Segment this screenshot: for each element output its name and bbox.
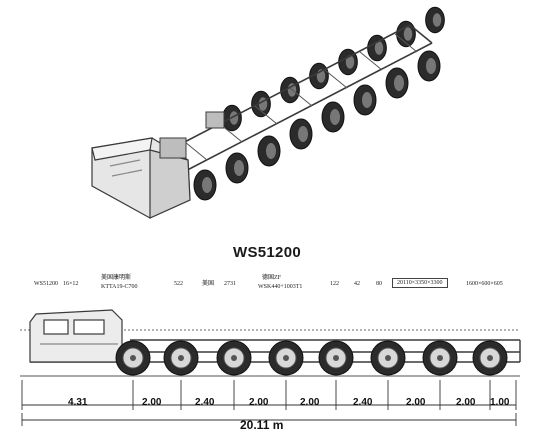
dimension-label: 2.00 [142,397,162,408]
wheel-axle [231,355,237,361]
wheel-hub [234,160,244,176]
spec-value-a: 122 [330,281,339,287]
dimension-label: 4.31 [68,397,88,408]
wheel-axle [283,355,289,361]
dimension-label: 2.40 [195,397,215,408]
dimension-label: 2.00 [249,397,269,408]
wheel-hub [330,109,340,125]
wheel-hub [426,58,436,74]
dimension-label: 2.00 [406,397,426,408]
spec-model-code: WS51200 [34,281,58,287]
wheel-axle [178,355,184,361]
dimension-label: 1.00 [490,397,510,408]
wheel-axle [385,355,391,361]
wheel-hub [345,55,355,69]
dimension-label: 2.40 [353,397,373,408]
side-wheel-group [115,340,508,376]
isometric-chassis-view [91,6,445,219]
side-cab [29,309,123,363]
spec-cab-dims: 1600×600×605 [466,281,503,287]
chassis-wheel-group [193,6,445,201]
total-length-label: 20.11 m [240,418,284,432]
wheel-hub [298,126,308,142]
spec-reducer-model: WSK440+1003T1 [258,284,303,290]
spec-drive: 16×12 [63,281,79,287]
spec-engine-label: 美国康明斯 [101,275,132,281]
model-title: WS51200 [233,244,301,261]
spec-reducer-label: 德国ZF [262,275,282,281]
wheel-hub [266,143,276,159]
wheel-hub [403,27,413,41]
spec-transmission-code: 2731 [224,281,236,287]
wheel-hub [202,177,212,193]
spec-power: 522 [174,281,183,287]
spec-value-c: 80 [376,281,382,287]
wheel-axle [130,355,136,361]
wheel-hub [362,92,372,108]
wheel-hub [394,75,404,91]
wheel-hub [374,41,384,55]
spec-overall-dims: 20110×3350×3300 [392,278,448,288]
side-elevation-view [20,309,521,426]
wheel-axle [437,355,443,361]
spec-value-b: 42 [354,281,360,287]
spec-transmission-label: 美国 [202,281,215,287]
dimension-lines [21,380,517,426]
wheel-axle [333,355,339,361]
wheel-hub [432,13,442,27]
engine-block [159,111,225,159]
dimension-label: 2.00 [300,397,320,408]
spec-engine-model: KTTA19-C700 [101,284,138,290]
wheel-axle [487,355,493,361]
dimension-label: 2.00 [456,397,476,408]
